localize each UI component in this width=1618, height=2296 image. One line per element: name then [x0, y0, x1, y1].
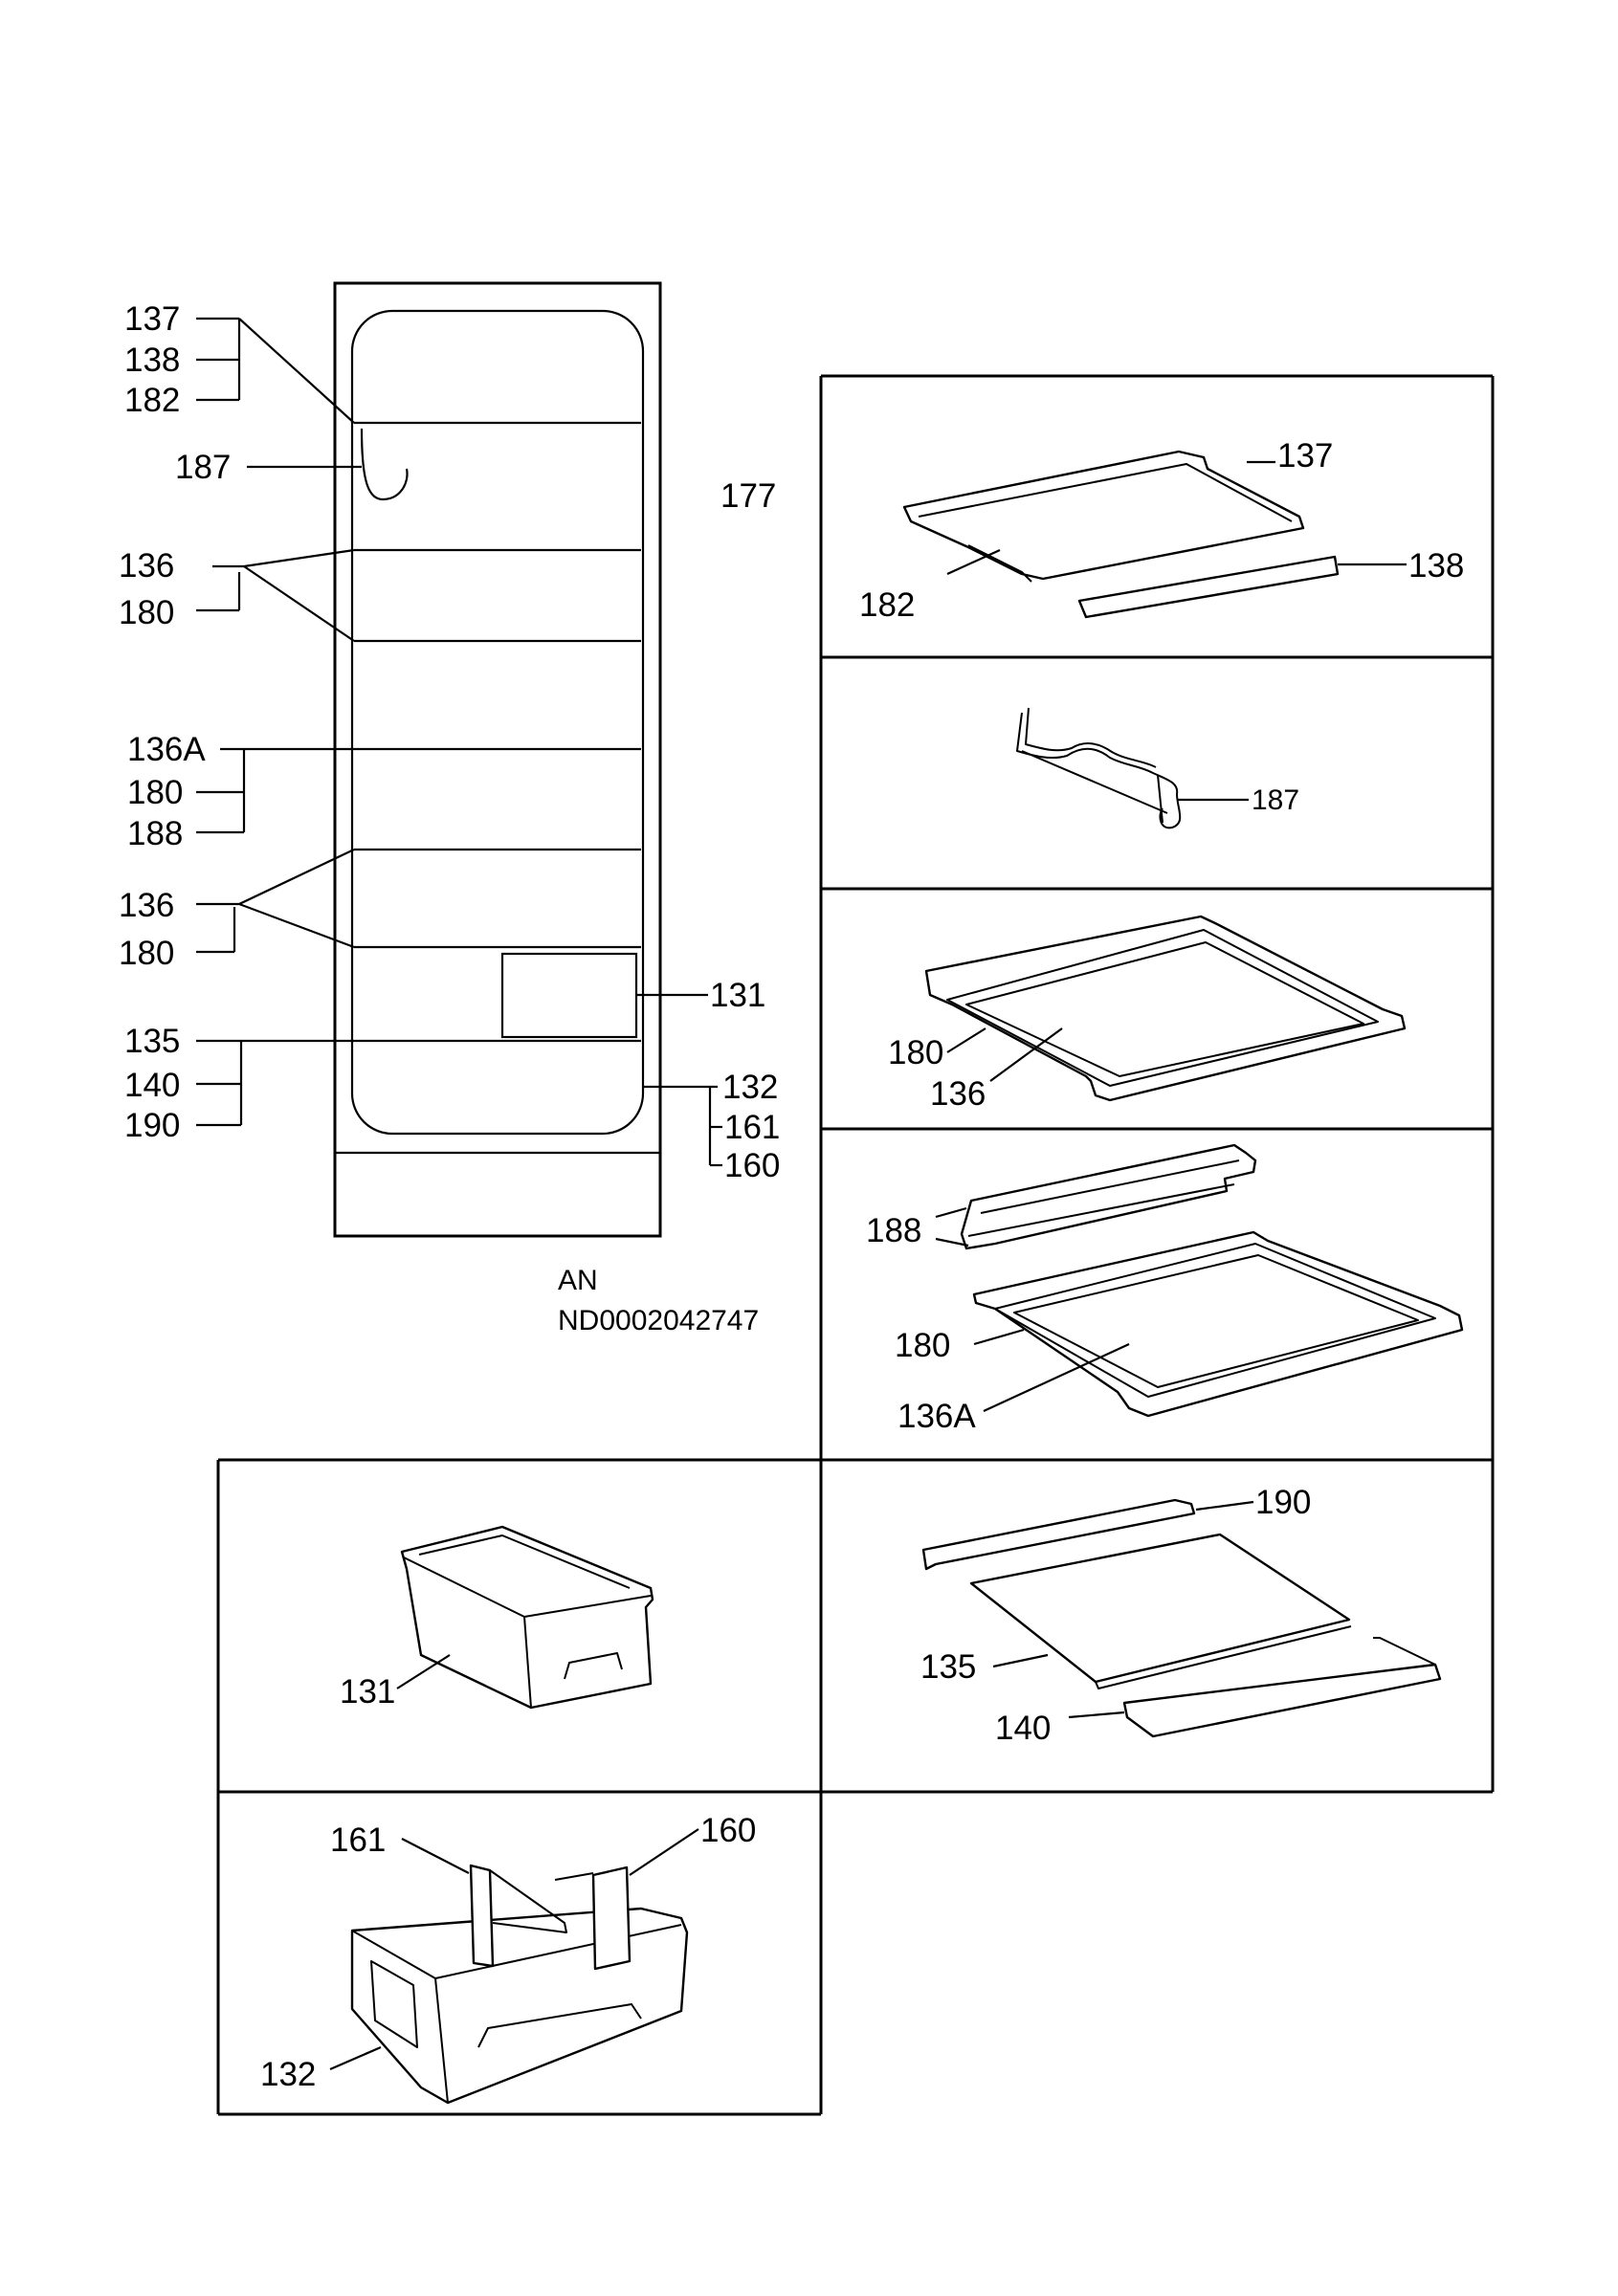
label-132: 132: [722, 1069, 778, 1106]
overview-leaders: [196, 317, 722, 1167]
drawing-id-line1: AN: [558, 1265, 598, 1296]
panel-drawer-131: 131: [340, 1525, 654, 1711]
label-180: 180: [888, 1034, 943, 1071]
drawing-id-line2: ND0002042747: [558, 1305, 759, 1336]
label-136A: 136A: [127, 731, 206, 768]
label-180: 180: [119, 594, 174, 631]
label-138: 138: [124, 342, 180, 379]
model-code: 177: [720, 477, 776, 515]
label-182: 182: [859, 586, 915, 624]
label-135: 135: [124, 1023, 180, 1060]
label-137: 137: [1277, 437, 1333, 475]
label-180: 180: [127, 774, 183, 811]
label-180: 180: [895, 1327, 950, 1364]
panel-shelf-137: 137 182 138: [859, 437, 1464, 624]
label-140: 140: [124, 1067, 180, 1104]
label-132: 132: [260, 2056, 316, 2093]
label-138: 138: [1408, 547, 1464, 585]
label-188: 188: [866, 1212, 921, 1249]
overview-labels: 137 138 182 187 136 180 136A 180 188 136…: [119, 300, 780, 1336]
label-161: 161: [330, 1821, 386, 1859]
label-190: 190: [1255, 1484, 1311, 1521]
label-136: 136: [930, 1075, 986, 1113]
label-190: 190: [124, 1107, 180, 1144]
label-136: 136: [119, 887, 174, 924]
label-137: 137: [124, 300, 180, 338]
label-136A: 136A: [898, 1398, 976, 1435]
label-180: 180: [119, 935, 174, 972]
label-131: 131: [710, 977, 765, 1014]
label-161: 161: [724, 1109, 780, 1146]
label-140: 140: [995, 1710, 1051, 1747]
panel-grid: [216, 374, 1495, 2116]
panel-shelf-136A: 188 180 136A: [866, 1143, 1464, 1435]
cabinet-overview: [333, 281, 662, 1238]
label-136: 136: [119, 547, 174, 585]
panel-bottle-rack: 187: [1016, 707, 1299, 829]
label-182: 182: [124, 382, 180, 419]
label-187: 187: [1252, 784, 1299, 816]
label-160: 160: [724, 1147, 780, 1184]
panel-drawer-132: 161 160 132: [260, 1812, 756, 2105]
panel-shelf-136: 180 136: [888, 915, 1407, 1113]
panel-crisper-cover: 190 135 140: [920, 1484, 1442, 1747]
label-188: 188: [127, 815, 183, 852]
label-135: 135: [920, 1648, 976, 1686]
label-160: 160: [700, 1812, 756, 1849]
label-131: 131: [340, 1673, 395, 1711]
label-187: 187: [175, 449, 231, 486]
